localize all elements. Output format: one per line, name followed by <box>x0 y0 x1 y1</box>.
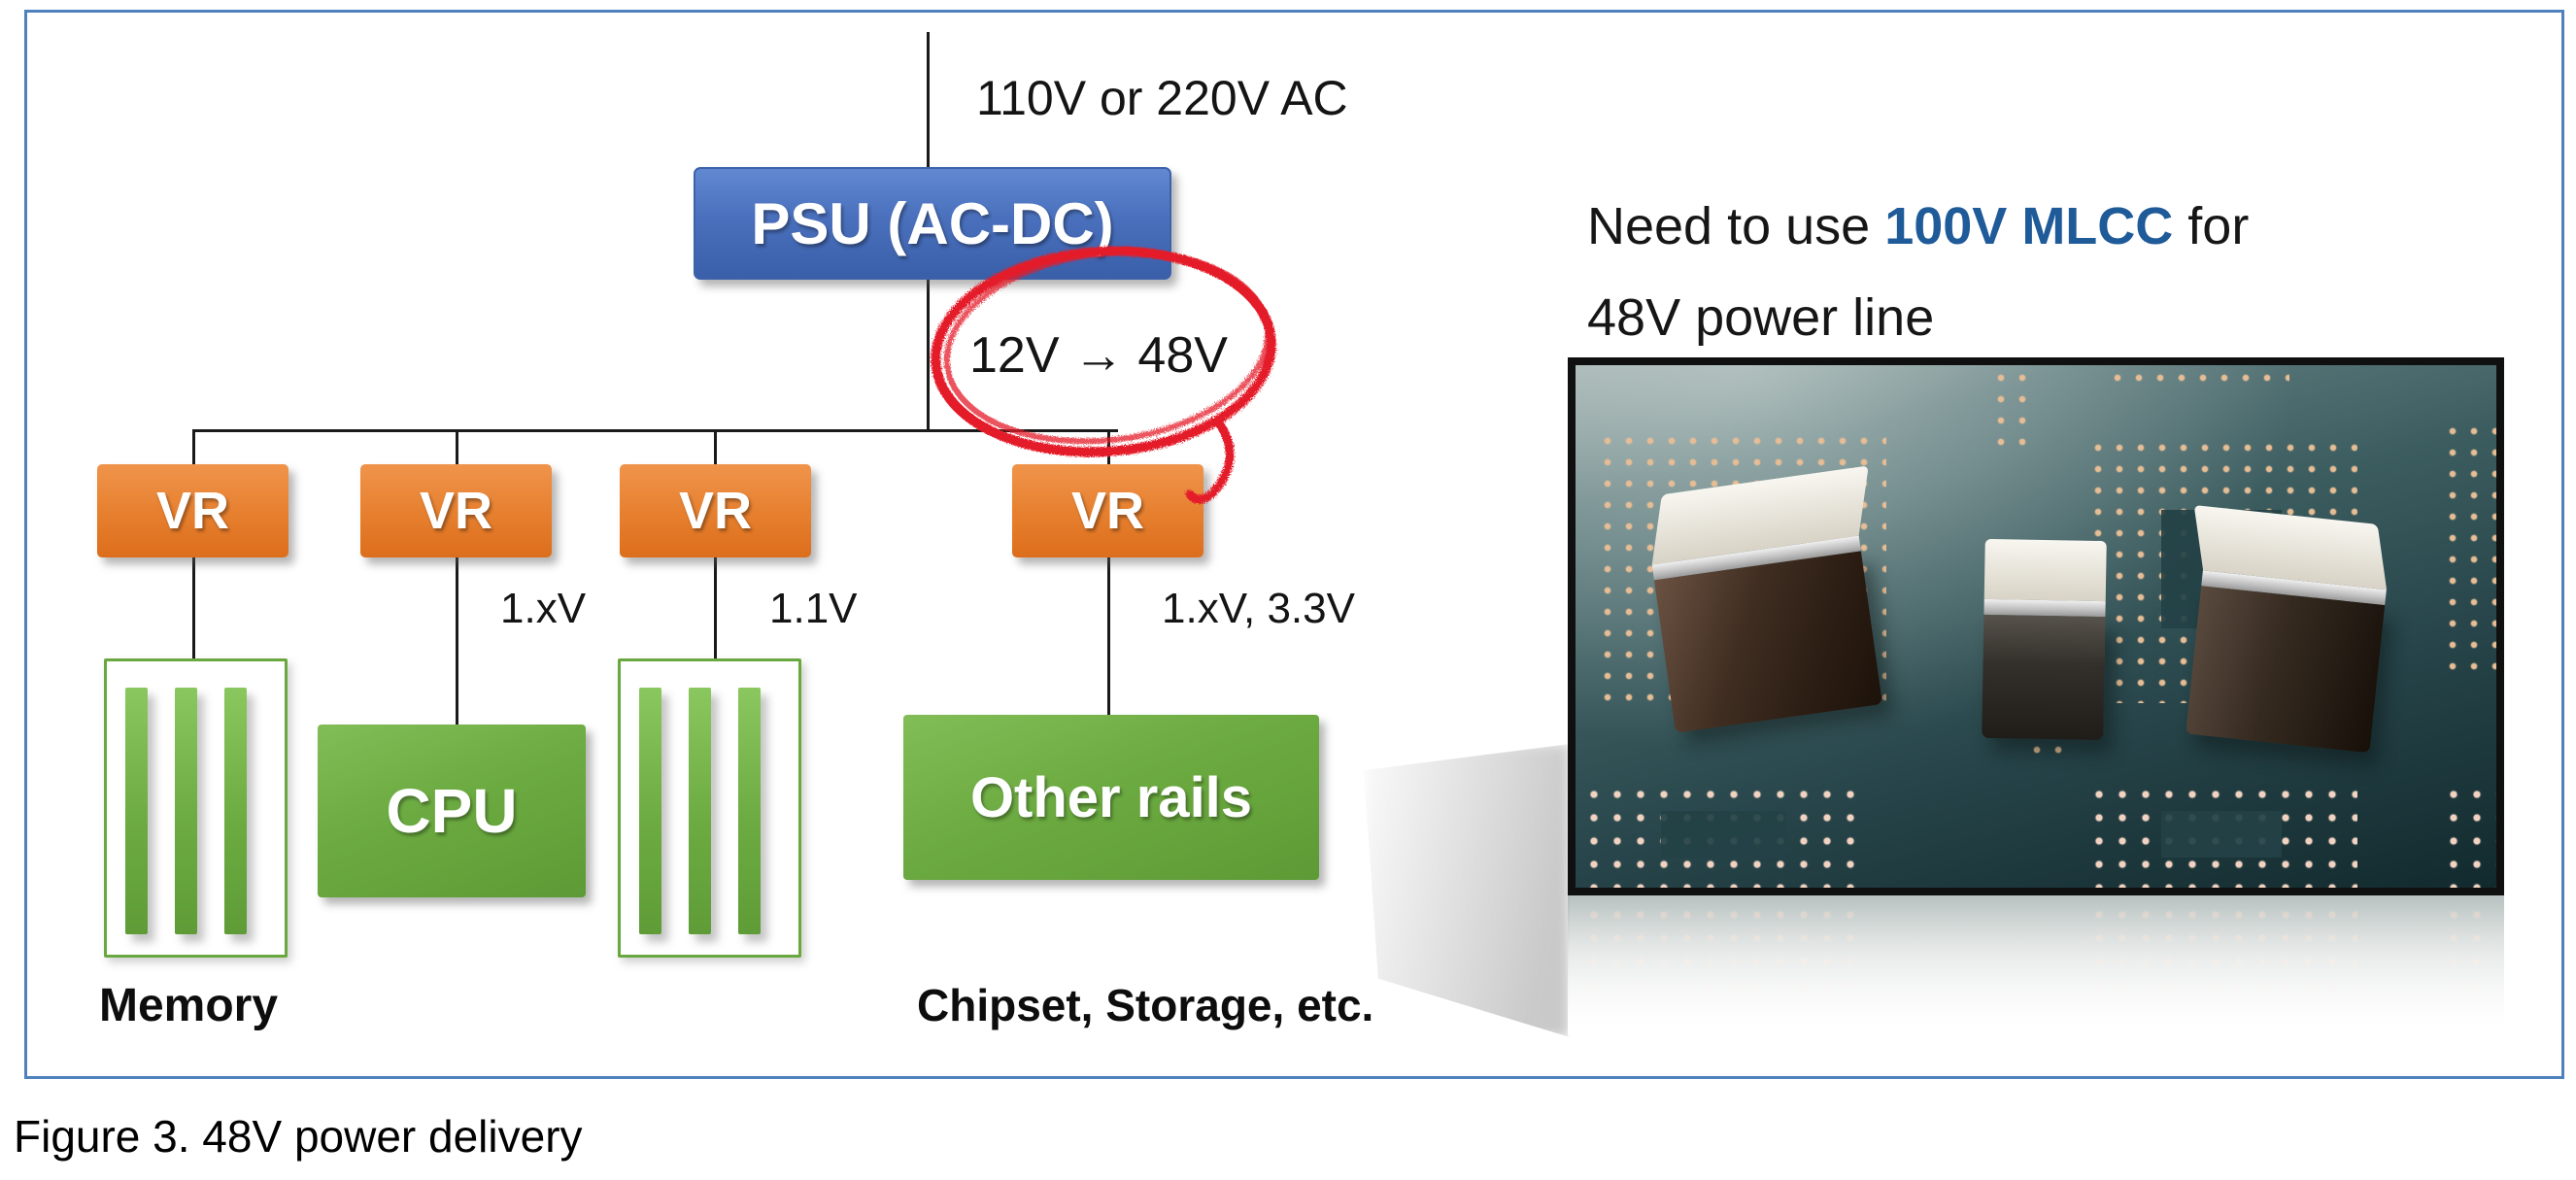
memory-bar <box>175 688 197 934</box>
vr-box-2: VR <box>360 464 552 557</box>
annotation-highlight: 100V MLCC <box>1884 197 2174 255</box>
memory-group-label: Memory <box>99 980 279 1031</box>
other-rails-box: Other rails <box>903 715 1319 880</box>
photo-reflection <box>1568 895 2504 1036</box>
bga-pad-grid-bottom <box>1580 781 1867 888</box>
bga-pad-grid-bottom <box>2085 781 2357 888</box>
memory-bar <box>224 688 247 934</box>
annotation-line-2: 48V power line <box>1587 288 1935 347</box>
vr-box-1: VR <box>97 464 288 557</box>
conversion-label: 12V → 48V <box>969 327 1228 384</box>
bga-pad-grid-bottom <box>2440 781 2496 888</box>
memory-bar <box>738 688 761 934</box>
wire-ac-input <box>927 32 930 168</box>
memory-module-2 <box>618 658 801 958</box>
capacitor-body <box>1653 551 1883 733</box>
psu-box: PSU (AC-DC) <box>694 167 1171 280</box>
bga-hole <box>1660 810 1787 859</box>
wire-stub-vr1 <box>192 429 195 464</box>
bga-pad-strip <box>1988 365 2027 457</box>
wire-stub-vr3 <box>714 429 717 464</box>
voltage-label-cpu: 1.xV <box>500 585 587 632</box>
voltage-label-other: 1.xV, 3.3V <box>1162 585 1355 632</box>
diagram-border <box>24 10 2564 1079</box>
figure-caption: Figure 3. 48V power delivery <box>14 1111 583 1162</box>
mlcc-capacitor-left <box>1643 465 1883 733</box>
bga-pad-strip <box>2105 365 2289 390</box>
wire-vr1-memory <box>192 556 195 660</box>
red-circle-annotation <box>931 246 1276 504</box>
memory-module-1 <box>104 658 288 958</box>
bga-hole <box>2161 810 2282 859</box>
cpu-box: CPU <box>318 725 586 897</box>
capacitor-body <box>2186 586 2386 754</box>
capacitor-top-face <box>1983 538 2107 602</box>
bga-pad-grid <box>2440 419 2496 681</box>
annotation-prefix: Need to use <box>1587 197 1885 255</box>
capacitor-body <box>1982 614 2106 741</box>
annotation-text: Need to use 100V MLCC for 48V power line <box>1587 181 2364 363</box>
chipset-group-label: Chipset, Storage, etc. <box>917 980 1374 1030</box>
reflection-fade <box>1568 895 2504 1036</box>
memory-bar <box>125 688 148 934</box>
mlcc-capacitor-middle <box>1982 538 2107 741</box>
annotation-suffix: for <box>2173 197 2250 255</box>
memory-bar <box>689 688 711 934</box>
ac-input-label: 110V or 220V AC <box>976 71 1348 125</box>
voltage-label-memory2: 1.1V <box>769 585 858 632</box>
vr-box-3: VR <box>620 464 811 557</box>
vr-box-4: VR <box>1012 464 1203 557</box>
memory-bar <box>639 688 661 934</box>
wire-bus <box>192 429 1118 432</box>
mlcc-pcb-photo <box>1568 357 2504 895</box>
wire-vr3-memory <box>714 556 717 660</box>
wire-vr2-cpu <box>456 556 458 726</box>
wire-psu-to-bus <box>927 275 930 432</box>
wire-stub-vr2 <box>456 429 458 464</box>
mlcc-capacitor-right <box>2186 505 2393 754</box>
wire-vr4-other <box>1107 556 1110 717</box>
annotation-line-1: Need to use 100V MLCC for <box>1587 181 2364 272</box>
